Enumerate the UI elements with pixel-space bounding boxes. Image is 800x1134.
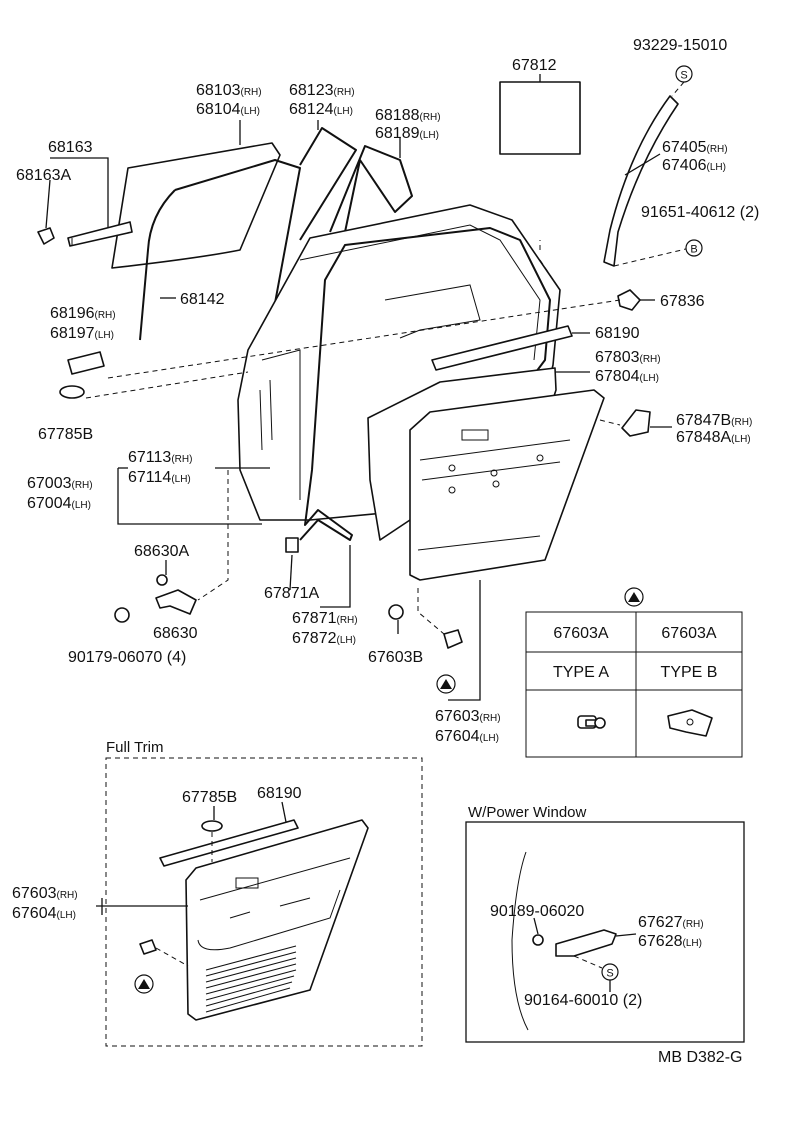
label-68189: 68189(LH) [375,125,439,142]
full-trim-panel [185,819,369,1021]
type-a-clip-icon [577,715,606,729]
label-68188: 68188(RH) [375,107,441,124]
label-67836: 67836 [660,293,705,310]
label-67785b: 67785B [38,426,93,443]
screw-symbol-s-1: S [675,65,693,83]
label-67848a: 67848A(LH) [676,429,751,446]
label-67804: 67804(LH) [595,368,659,385]
power-window-label-90189-06020: 90189-06020 [490,903,584,920]
door-check [155,589,197,615]
diagram-code: MB D382-G [658,1049,742,1066]
power-window-label-67628: 67628(LH) [638,933,702,950]
label-93229-15010: 93229-15010 [633,37,727,54]
label-68163a: 68163A [16,167,71,184]
power-window-bracket [555,929,617,957]
label-67871: 67871(RH) [292,610,358,627]
run-channel [329,145,413,233]
label-68123: 68123(RH) [289,82,355,99]
label-68104: 68104(LH) [196,101,260,118]
label-67803: 67803(RH) [595,349,661,366]
service-hole-cover [499,81,581,155]
label-67113: 67113(RH) [128,449,192,466]
exploded-view [37,81,691,649]
part-labels: 93229-15010 67812 68103(RH) 68104(LH) 68… [16,37,759,745]
full-trim-inset: Full Trim 67785B 68190 [12,739,423,1047]
label-68163: 68163 [48,139,93,156]
power-window-inset: W/Power Window S 90189-06020 67627(RH) 6… [465,804,745,1043]
door-weatherstrip [299,227,551,541]
label-67604: 67604(LH) [435,728,499,745]
label-67871a: 67871A [264,585,319,602]
triangle-table-icon [628,592,640,602]
weatherstrip-clip [37,227,55,245]
power-window-label-90164-60010: 90164-60010 (2) [524,992,642,1009]
weatherstrip-retainer [285,537,299,553]
trim-clip [617,289,641,311]
svg-text:B: B [690,244,697,256]
label-67004: 67004(LH) [27,495,91,512]
label-67405: 67405(RH) [662,139,728,156]
glass-run [139,189,176,341]
full-trim-label-67603: 67603(RH) [12,885,78,902]
label-67406: 67406(LH) [662,157,726,174]
striker-pad [67,351,105,375]
label-68124: 68124(LH) [289,101,353,118]
label-67812: 67812 [512,57,557,74]
full-trim-label-67785b: 67785B [182,789,237,806]
trim-bracket [621,409,651,437]
label-68630: 68630 [153,625,198,642]
svg-text:S: S [680,70,687,82]
triangle-marker-icon [440,679,452,689]
label-90179-06070: 90179-06070 (4) [68,649,186,666]
table-cell-r2c2: TYPE B [661,664,718,681]
type-table: 67603A 67603A TYPE A TYPE B [525,611,743,758]
power-window-label-67627: 67627(RH) [638,914,704,931]
screw-symbol-b: B [685,239,703,257]
svg-text:S: S [606,968,613,980]
label-67114: 67114(LH) [128,469,191,486]
table-cell-r1c2: 67603A [661,625,716,642]
label-68103: 68103(RH) [196,82,262,99]
inner-weatherstrip [431,325,573,371]
full-trim-label-68190: 68190 [257,785,302,802]
check-bolt [114,607,130,623]
glass-run-frame [174,159,301,331]
outer-weatherstrip [67,221,133,247]
label-68197: 68197(LH) [50,325,114,342]
trim-retainer [59,385,85,399]
label-68190: 68190 [595,325,640,342]
label-68196: 68196(RH) [50,305,116,322]
full-trim-title: Full Trim [106,739,164,756]
label-68630a: 68630A [134,543,189,560]
table-cell-r2c1: TYPE A [553,664,609,681]
door-glass [111,142,281,269]
leader-lines [45,74,672,701]
power-window-title: W/Power Window [468,804,587,821]
label-67847b: 67847B(RH) [676,412,752,429]
full-trim-triangle-icon [138,979,150,989]
type-b-clip-icon [667,709,713,737]
full-trim-label-67604: 67604(LH) [12,905,76,922]
trim-board [409,389,605,581]
label-67603b: 67603B [368,649,423,666]
speaker-grille [205,945,297,1013]
table-cell-r1c1: 67603A [553,625,608,642]
label-67872: 67872(LH) [292,630,356,647]
division-bar [299,127,357,241]
label-67003: 67003(RH) [27,475,93,492]
belt-molding [603,95,679,267]
label-91651-40612: 91651-40612 (2) [641,204,759,221]
label-67603: 67603(RH) [435,708,501,725]
trim-clip-a [443,629,463,649]
trim-clip-b [388,604,404,620]
label-68142: 68142 [180,291,225,308]
screw-symbol-s-2: S [601,963,619,981]
